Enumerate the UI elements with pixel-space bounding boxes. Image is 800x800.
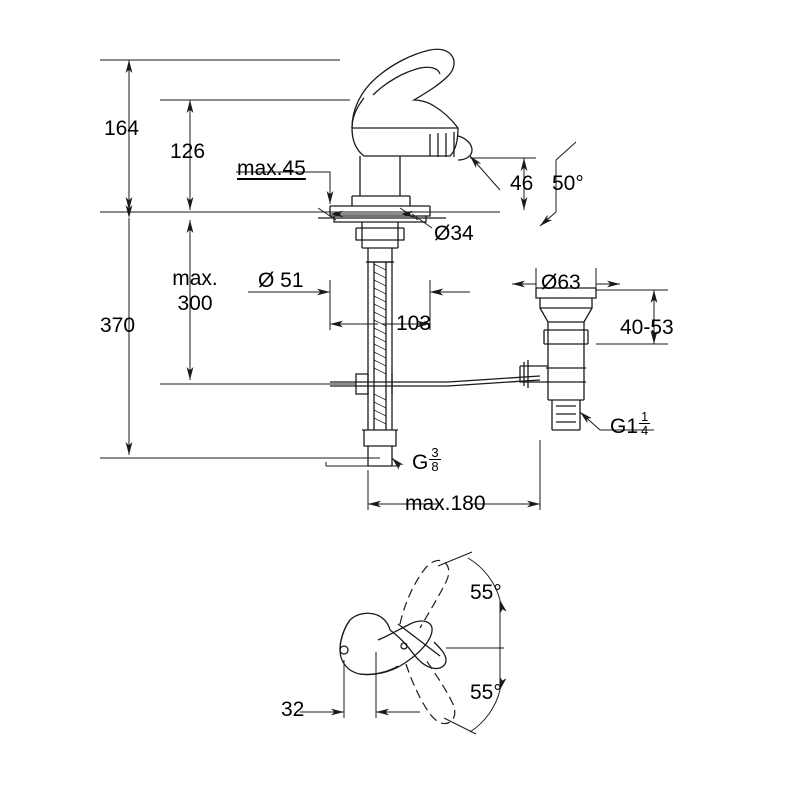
label-46: 46	[510, 172, 534, 195]
label-164: 164	[104, 117, 140, 140]
label-300: 300	[177, 291, 213, 315]
angle-dimensions-lower	[300, 551, 507, 735]
label-max45: max.45	[237, 157, 306, 180]
label-32: 32	[281, 698, 305, 721]
label-g38-letter: G	[412, 451, 429, 475]
label-d34: Ø34	[434, 222, 474, 245]
label-d63: Ø63	[541, 271, 581, 294]
label-50deg: 50°	[552, 172, 584, 195]
label-max-word: max.	[172, 267, 218, 290]
label-126: 126	[170, 140, 206, 163]
label-55deg-bottom: 55°	[470, 681, 502, 704]
label-370: 370	[100, 314, 136, 337]
pop-up-waste-assembly	[519, 287, 597, 431]
fraction-denominator: 8	[431, 459, 439, 475]
label-g114-letter: G1	[610, 415, 639, 439]
label-max-300: max. 300	[160, 267, 230, 317]
label-103: 103	[396, 312, 432, 335]
fraction-denominator: 4	[641, 423, 649, 439]
pop-up-rod-linkage	[330, 373, 541, 467]
fraction-numerator: 3	[429, 445, 441, 461]
fraction-numerator: 1	[639, 409, 651, 425]
label-40-53: 40-53	[620, 316, 674, 339]
label-max180: max.180	[405, 492, 486, 515]
lever-rotation-phantom	[399, 559, 456, 725]
label-d51: Ø 51	[258, 269, 304, 292]
label-55deg-top: 55°	[470, 581, 502, 604]
dimension-lines	[100, 59, 668, 510]
hose-hatching	[373, 263, 387, 425]
